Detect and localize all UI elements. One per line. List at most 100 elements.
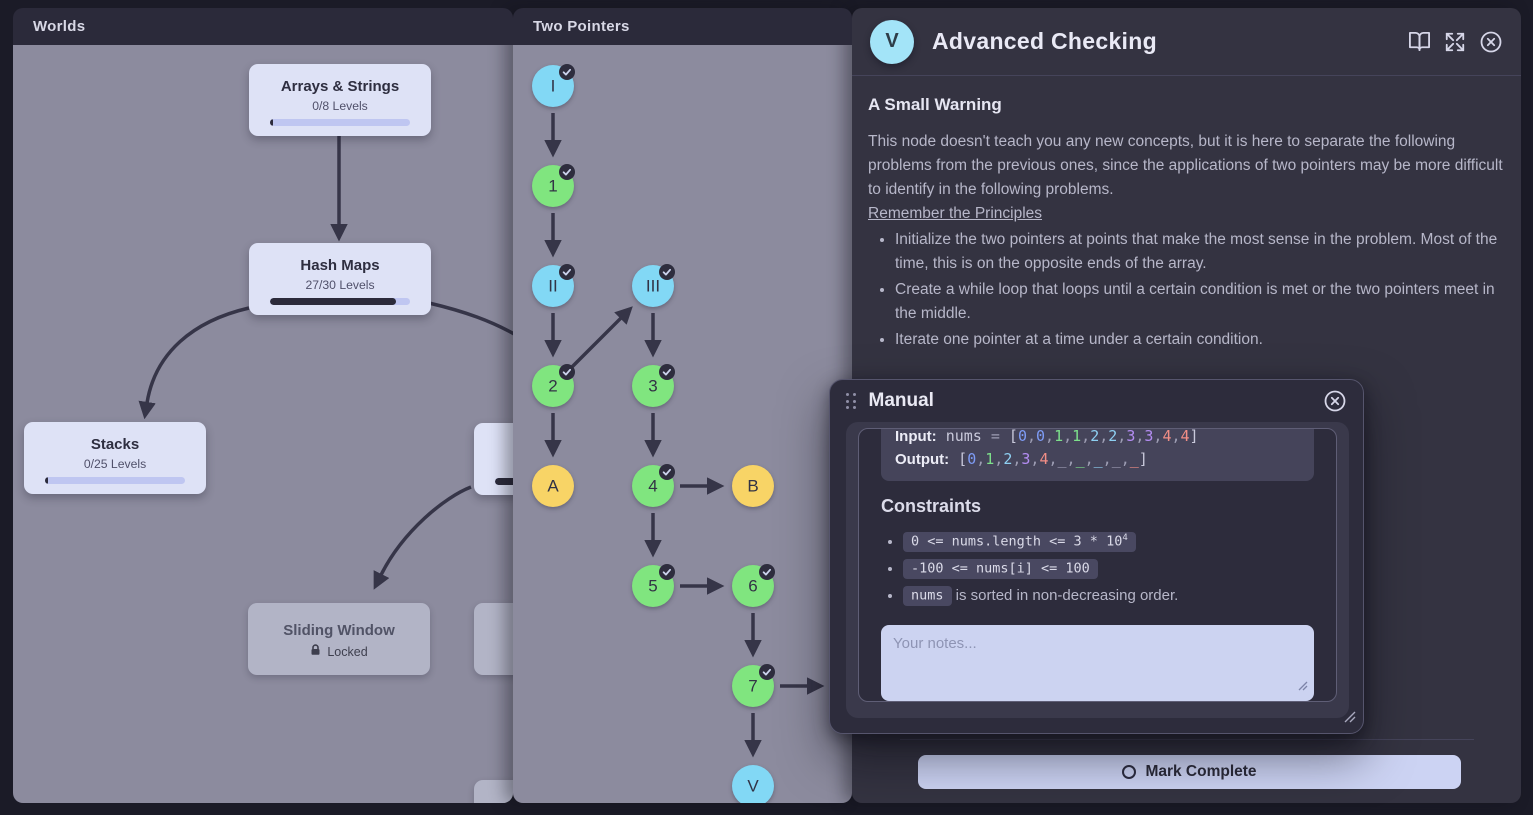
- dialog-resize-handle-icon[interactable]: [1343, 710, 1356, 728]
- graph-node-7[interactable]: 7: [732, 664, 775, 707]
- principles-link[interactable]: Remember the Principles: [868, 205, 1043, 222]
- lesson-bullet: Create a while loop that loops until a c…: [895, 278, 1505, 326]
- lesson-paragraph: This node doesn't teach you any new conc…: [868, 133, 1503, 198]
- avatar: V: [870, 19, 914, 64]
- graph-node-1[interactable]: 1: [532, 164, 575, 207]
- world-card-subtitle: 27/30 Levels: [305, 277, 375, 292]
- svg-text:III: III: [646, 277, 660, 296]
- world-card-hash-maps[interactable]: Hash Maps 27/30 Levels: [249, 243, 431, 315]
- world-card-partial-top[interactable]: [474, 423, 513, 495]
- svg-text:1: 1: [548, 177, 557, 196]
- world-card-stacks[interactable]: Stacks 0/25 Levels: [24, 422, 206, 494]
- footer-divider: [900, 739, 1474, 740]
- world-progress-bar: [270, 118, 410, 126]
- notes-textarea[interactable]: [881, 624, 1314, 701]
- graph-node-A[interactable]: A: [532, 465, 574, 507]
- graph-edge-2-III: [570, 306, 633, 369]
- world-progress-bar: [495, 477, 513, 485]
- svg-text:6: 6: [748, 577, 757, 596]
- close-icon[interactable]: [1479, 30, 1503, 54]
- world-card-title: Hash Maps: [300, 256, 380, 274]
- world-card-subtitle: 0/25 Levels: [83, 456, 147, 471]
- mark-complete-button[interactable]: Mark Complete: [918, 755, 1461, 789]
- graph-node-6[interactable]: 6: [732, 564, 775, 607]
- graph-node-III[interactable]: III: [632, 264, 675, 307]
- svg-text:2: 2: [548, 377, 557, 396]
- graph-node-II[interactable]: II: [532, 264, 575, 307]
- world-card-arrays-strings[interactable]: Arrays & Strings 0/8 Levels: [249, 64, 431, 136]
- manual-dialog: Manual Input: nums = [0,0,1,1,2,2,3,3,4,…: [829, 379, 1364, 734]
- check-icon: [559, 264, 575, 280]
- manual-content-well: Input: nums = [0,0,1,1,2,2,3,3,4,4] Outp…: [846, 422, 1349, 718]
- world-card-subtitle: 0/8 Levels: [312, 98, 368, 113]
- world-arrow-hashmaps-to-stacks: [138, 306, 250, 420]
- svg-text:V: V: [747, 777, 759, 796]
- check-icon: [759, 564, 775, 580]
- world-arrow-to-sliding-window: [373, 485, 472, 590]
- constraint-code: 0 <= nums.length <= 3 * 104: [903, 532, 1136, 552]
- constraint-item: 0 <= nums.length <= 3 * 104: [903, 527, 1314, 553]
- graph-node-5[interactable]: 5: [632, 564, 675, 607]
- example-input-line: Input: nums = [0,0,1,1,2,2,3,3,4,4]: [895, 428, 1199, 445]
- constraints-heading: Constraints: [881, 496, 982, 516]
- graph-node-2[interactable]: 2: [532, 364, 575, 407]
- world-card-title: Arrays & Strings: [280, 77, 400, 95]
- lesson-bullet: Iterate one pointer at a time under a ce…: [895, 328, 1505, 352]
- check-icon: [559, 364, 575, 380]
- manual-dialog-header: Manual: [830, 380, 1363, 422]
- world-card-partial-mid[interactable]: [474, 603, 513, 675]
- constraint-item: nums is sorted in non-decreasing order.: [903, 585, 1314, 607]
- svg-text:B: B: [747, 477, 758, 496]
- world-arrow-hashmaps-to-right: [428, 301, 513, 336]
- graph-node-3[interactable]: 3: [632, 364, 675, 407]
- check-icon: [659, 564, 675, 580]
- worlds-panel-title: Worlds: [33, 18, 86, 35]
- drag-handle-icon[interactable]: [846, 393, 856, 409]
- check-icon: [659, 364, 675, 380]
- world-card-title: Stacks: [90, 435, 140, 453]
- example-output-line: Output: [0,1,2,3,4,_,_,_,_,_]: [895, 450, 1148, 468]
- manual-close-icon[interactable]: [1323, 389, 1347, 413]
- check-icon: [659, 464, 675, 480]
- graph-node-I[interactable]: I: [532, 64, 575, 107]
- two-pointers-panel-header: Two Pointers: [513, 8, 852, 45]
- worlds-panel-header: Worlds: [13, 8, 513, 45]
- graph-node-V[interactable]: V: [732, 765, 774, 803]
- graph-node-4[interactable]: 4: [632, 464, 675, 507]
- manual-scroll-area[interactable]: Input: nums = [0,0,1,1,2,2,3,3,4,4] Outp…: [858, 428, 1337, 702]
- constraint-item: -100 <= nums[i] <= 100: [903, 558, 1314, 580]
- section-heading: A Small Warning: [868, 95, 1002, 114]
- check-icon: [759, 664, 775, 680]
- svg-text:5: 5: [648, 577, 657, 596]
- svg-text:4: 4: [648, 477, 657, 496]
- lesson-bullet: Initialize the two pointers at points th…: [895, 228, 1505, 276]
- circle-icon: [1122, 765, 1137, 779]
- svg-text:7: 7: [748, 677, 757, 696]
- world-progress-bar: [270, 297, 410, 305]
- world-card-locked-label: Locked: [310, 644, 368, 660]
- lesson-body: A Small Warning This node doesn't teach …: [852, 76, 1521, 352]
- constraint-code: -100 <= nums[i] <= 100: [903, 559, 1098, 579]
- constraints-list: 0 <= nums.length <= 3 * 104 -100 <= nums[…: [881, 527, 1314, 607]
- lesson-footer: Mark Complete: [852, 727, 1521, 803]
- world-card-partial-bottom[interactable]: [474, 780, 513, 803]
- page-title: Advanced Checking: [932, 28, 1157, 54]
- lesson-header: V Advanced Checking: [852, 8, 1521, 76]
- svg-text:II: II: [548, 277, 557, 296]
- manual-dialog-title: Manual: [868, 390, 934, 411]
- world-progress-bar: [45, 476, 185, 484]
- check-icon: [559, 64, 575, 80]
- graph-node-B[interactable]: B: [732, 465, 774, 507]
- check-icon: [559, 164, 575, 180]
- svg-text:A: A: [547, 477, 559, 496]
- maximize-icon[interactable]: [1444, 31, 1466, 53]
- svg-text:I: I: [551, 77, 556, 96]
- worlds-arrows-layer: [138, 136, 513, 590]
- book-open-icon[interactable]: [1408, 30, 1431, 53]
